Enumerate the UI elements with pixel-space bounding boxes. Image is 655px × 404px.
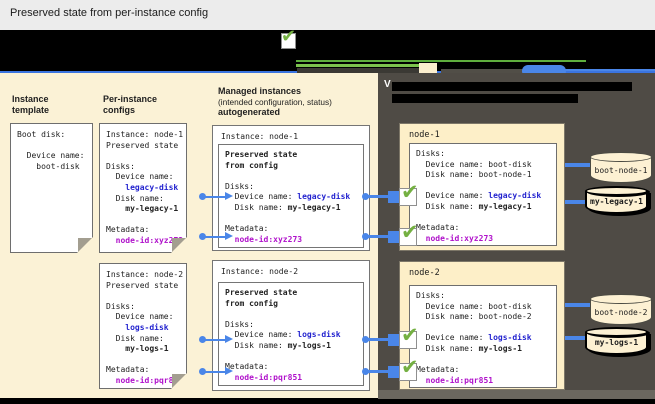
connector-dot <box>362 193 369 200</box>
vm-panel-footer <box>378 390 655 399</box>
applied-check-icon: ✔ <box>399 220 419 246</box>
connector-node-icon <box>388 231 400 243</box>
heading-managed-instances: Managed instances (intended configuratio… <box>218 86 332 117</box>
disk-cylinder-my-legacy-1: my-legacy-1 <box>585 186 648 214</box>
redacted-heading-bar <box>392 94 578 103</box>
disk-connector-line <box>565 303 592 307</box>
disk-cylinder-boot-node-2: boot-node-2 <box>590 294 652 325</box>
disk-label: my-legacy-1 <box>590 197 643 206</box>
disk-label: my-logs-1 <box>594 338 639 347</box>
connector-node-icon <box>388 334 400 346</box>
cylinder-top <box>590 152 652 162</box>
vm-config-text: Disks: Device name: boot-disk Disk name:… <box>416 291 532 385</box>
connector-dot <box>199 193 206 200</box>
connector-line <box>366 370 389 373</box>
disk-label: boot-node-2 <box>594 308 648 317</box>
cylinder-top <box>585 327 648 337</box>
arrow-right-icon <box>225 335 233 343</box>
vm-panel-heading-fragment: V <box>384 79 391 90</box>
connector-line <box>366 338 389 341</box>
disk-connector-line <box>565 200 586 204</box>
disk-cylinder-boot-node-1: boot-node-1 <box>590 152 652 183</box>
vm-config-box: Disks: Device name: boot-disk Disk name:… <box>409 285 557 388</box>
arrow-right-icon <box>225 367 233 375</box>
connector-node-icon <box>388 191 400 203</box>
vm-node-label: node-1 <box>409 130 440 140</box>
page-title: Preserved state from per-instance config <box>0 0 655 30</box>
arrow-right-icon <box>225 232 233 240</box>
connector-dot <box>362 368 369 375</box>
green-arrow-line <box>296 64 431 67</box>
blue-connector-line <box>560 69 655 71</box>
connector-line <box>366 235 389 238</box>
disk-label: boot-node-1 <box>594 166 648 175</box>
vm-config-text: Disks: Device name: boot-disk Disk name:… <box>416 149 542 243</box>
instance-template-text: Boot disk: Device name: boot-disk <box>17 130 85 171</box>
vm-config-box: Disks: Device name: boot-disk Disk name:… <box>409 143 557 246</box>
connector-dot <box>362 233 369 240</box>
managed-instance-label: Instance: node-1 <box>221 132 299 141</box>
connector-line <box>366 195 389 198</box>
green-arrow-line <box>296 60 586 62</box>
arrow-right-icon <box>225 192 233 200</box>
disk-connector-line <box>565 336 586 340</box>
connector-line <box>203 196 226 198</box>
vm-node-1: node-1 Disks: Device name: boot-disk Dis… <box>399 123 565 251</box>
connector-dot <box>362 336 369 343</box>
applied-check-icon: ✔ <box>399 323 419 349</box>
heading-per-instance-configs: Per-instance configs <box>103 94 158 115</box>
connector-line <box>203 236 226 238</box>
connector-dot <box>199 233 206 240</box>
legend-band: ✔ <box>0 26 655 81</box>
connector-line <box>203 339 226 341</box>
applied-check-icon: ✔ <box>399 180 419 206</box>
connector-line <box>203 371 226 373</box>
managed-instance-label: Instance: node-2 <box>221 267 299 276</box>
redacted-heading-bar <box>392 82 632 91</box>
heading-instance-template: Instance template <box>12 94 50 115</box>
connector-dot <box>199 368 206 375</box>
instance-template-box: Boot disk: Device name: boot-disk <box>10 123 93 253</box>
cylinder-top <box>585 186 648 196</box>
vm-node-label: node-2 <box>409 268 440 278</box>
applied-check-icon: ✔ <box>399 355 419 381</box>
connector-dot <box>199 336 206 343</box>
disk-connector-line <box>565 163 592 167</box>
disk-cylinder-my-logs-1: my-logs-1 <box>585 327 648 355</box>
cylinder-top <box>590 294 652 304</box>
connector-node-icon <box>388 366 400 378</box>
checkmark-icon: ✔ <box>281 26 297 49</box>
vm-node-2: node-2 Disks: Device name: boot-disk Dis… <box>399 261 565 390</box>
